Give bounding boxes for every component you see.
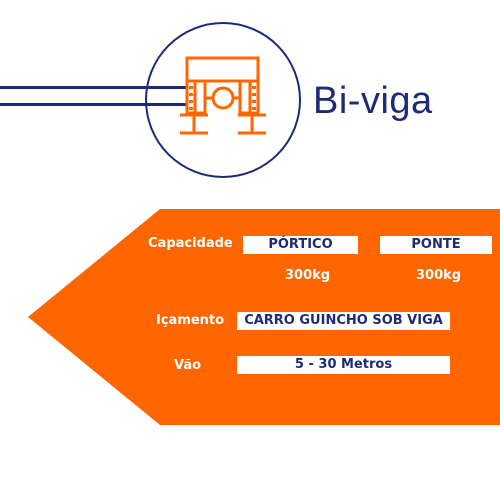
ponte-box: PONTE [380,236,492,254]
trolley-frame [185,56,260,115]
rail-lines [0,86,188,106]
span-value-box: 5 - 30 Metros [237,356,450,374]
span-label: Vão [174,358,202,373]
page-title: Bi-viga [313,80,433,122]
lifting-value-box: CARRO GUINCHO SOB VIGA [237,312,450,330]
logo-circle [145,22,301,178]
capacity-label: Capacidade [148,236,233,251]
portico-capacity-value: 300kg [285,268,331,283]
bi-viga-crane-icon [0,22,301,178]
ponte-capacity-value: 300kg [416,268,462,283]
lifting-label: Içamento [156,313,225,328]
i-beams [180,113,266,135]
portico-box: PÓRTICO [243,236,358,254]
